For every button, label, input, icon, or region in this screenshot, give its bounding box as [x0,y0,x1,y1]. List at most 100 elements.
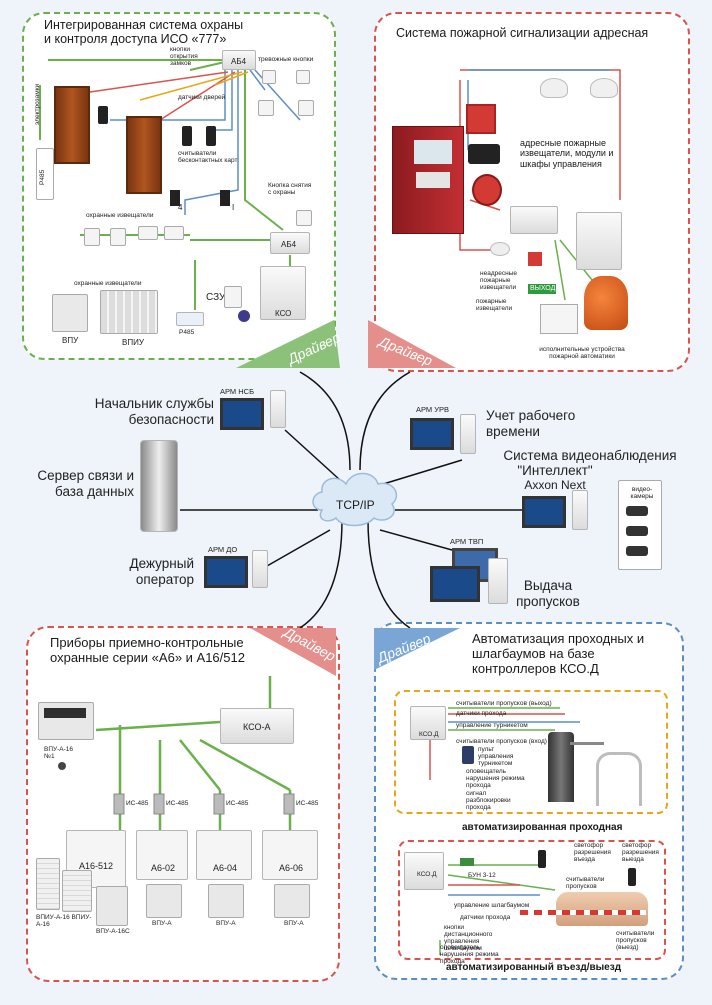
fire-panel-keys [416,172,450,188]
a606-label: А6-06 [279,863,304,873]
buh-device [460,858,474,866]
access-title: Автоматизация проходных и шлагбаумов на … [472,631,645,676]
vpu-a16-key [58,762,66,770]
guard-camera-1 [170,190,180,206]
kso-label: КСО [275,309,292,318]
fire-siren [472,174,502,206]
is485-label-1: ИС-485 [126,800,149,807]
p485-left-label: Р485 [39,169,46,185]
fire-detectors-label: пожарные извещатели [476,298,513,313]
traffic-exit-label: светофор разрешения выезда [622,842,659,864]
vpu-a-device-3 [274,884,310,918]
duty-label: Дежурный оператор [129,556,195,588]
vpu-a-device-2 [208,884,244,918]
card-reader-2 [206,126,216,146]
fire-module [468,144,500,164]
vpu-a-device-1 [146,884,182,918]
camera-icon-2 [626,526,648,536]
reader-left [98,106,108,124]
urv-label: Учет рабочего времени [486,408,576,440]
pass-sensor-label: датчики прохода [456,710,507,717]
smoke-detector-1 [540,78,568,98]
tvp-label: Выдача пропусков [516,578,580,610]
vpu-a-label-1: ВПУ-А [152,920,172,927]
guard-sensor-3 [138,226,158,240]
remote-barrier-label: кнопки дистанционного управления шлагбау… [444,924,493,953]
signal-gate-label: оповещатель нарушения режима прохода [440,944,499,966]
traffic-enter-label: светофор разрешения въезда [574,842,611,864]
disarm-button [296,210,312,226]
p485-bottom-label: Р485 [179,329,195,336]
readers-gate-label: считыватели пропусков [566,876,605,891]
duty-arm-label: АРМ ДО [208,545,238,554]
ab4-top-controller: АБ4 [222,50,256,70]
turnstile-gate [596,752,642,806]
exit-sign: ВЫХОД [528,284,556,294]
fire-title: Система пожарной сигнализации адресная [396,26,649,40]
tcpip-cloud [312,472,398,527]
devices-title: Приборы приемно-контрольные охранные сер… [50,635,245,665]
p485-bottom-device: Р485 [176,312,204,336]
barrier-arm [520,910,646,915]
video-monitor [522,496,566,528]
electric-locks-label: электрозамки [34,83,41,125]
vpu-a16c-label: ВПУ-А-16С [96,928,130,935]
fire-detector-flat [540,304,578,334]
urv-arm-label: АРМ УРВ [416,405,450,414]
video-axxon: Axxon Next [524,478,586,492]
remote-label: пульт управления турникетом [478,746,514,768]
remote-icon [462,746,474,764]
tvp-pc [488,558,508,604]
guard-sensor-4 [164,226,184,240]
readers-enter-label: считыватели пропусков (вход) [456,738,547,745]
num-1: I [232,203,235,212]
guard-sensor-2 [110,228,126,246]
tvp-monitor [430,566,480,602]
alarm-buttons-label: тревожные кнопки [258,56,314,63]
szu-sensor [238,310,250,322]
a16-label: А16-512 [79,861,114,871]
guard-sensors-bottom-label: охранные извещатели [74,280,142,287]
is485-label-3: ИС-485 [226,800,249,807]
traffic-light-exit [628,868,636,886]
vpiu-a16-labels: ВПИУ-А-16 ВПИУ-А-16 [36,914,92,929]
readers-right-label: считыватели пропусков (выезд) [616,930,655,952]
turnstile [548,732,574,802]
checkpoint-zone [394,690,668,814]
vehicle-gate-label: автоматизированный въезд/выезд [446,962,622,973]
video-pc [572,490,588,530]
turnstile-arm [570,742,604,745]
fire-fan [584,276,628,330]
tvp-arm-label: АРМ ТВП [450,537,484,546]
guard-sensor-1 [84,228,100,246]
vpu-device [52,294,88,332]
kso-device: КСО [260,266,306,320]
fire-manual-call [466,104,496,134]
chief-monitor [220,398,264,430]
barrier-ctrl-label: управление шлагбаумом [454,902,530,909]
urv-monitor [410,418,454,450]
alarm-button-2 [296,70,310,84]
camera-icon-3 [626,546,648,556]
szu-device [224,286,242,308]
keys-label: кнопки открытия замков [170,46,198,68]
a602-label: А6-02 [151,863,176,873]
cameras-label: видео-камеры [630,486,654,501]
camera-icon-1 [626,506,648,516]
chief-arm-label: АРМ НСБ [220,387,255,396]
address-detectors-label: адресные пожарные извещатели, модули и ш… [520,138,614,169]
server-tower [140,440,178,532]
non-address-label: неадресные пожарные извещатели [480,270,517,292]
szu-label: СЗУ [206,292,226,303]
duty-pc [252,550,268,588]
vpu-a-label-3: ВПУ-А [284,920,304,927]
gate-sensor-label: датчики прохода [460,914,511,921]
door-1 [54,86,90,164]
video-title: Система видеонаблюдения [503,448,677,463]
urv-pc [460,414,476,454]
vpu-a16-screen [44,708,86,718]
buh-label: БУН 3-12 [468,872,496,879]
tcpip-label: TCP/IP [336,498,375,512]
vpiu-label: ВПИУ [122,338,144,347]
